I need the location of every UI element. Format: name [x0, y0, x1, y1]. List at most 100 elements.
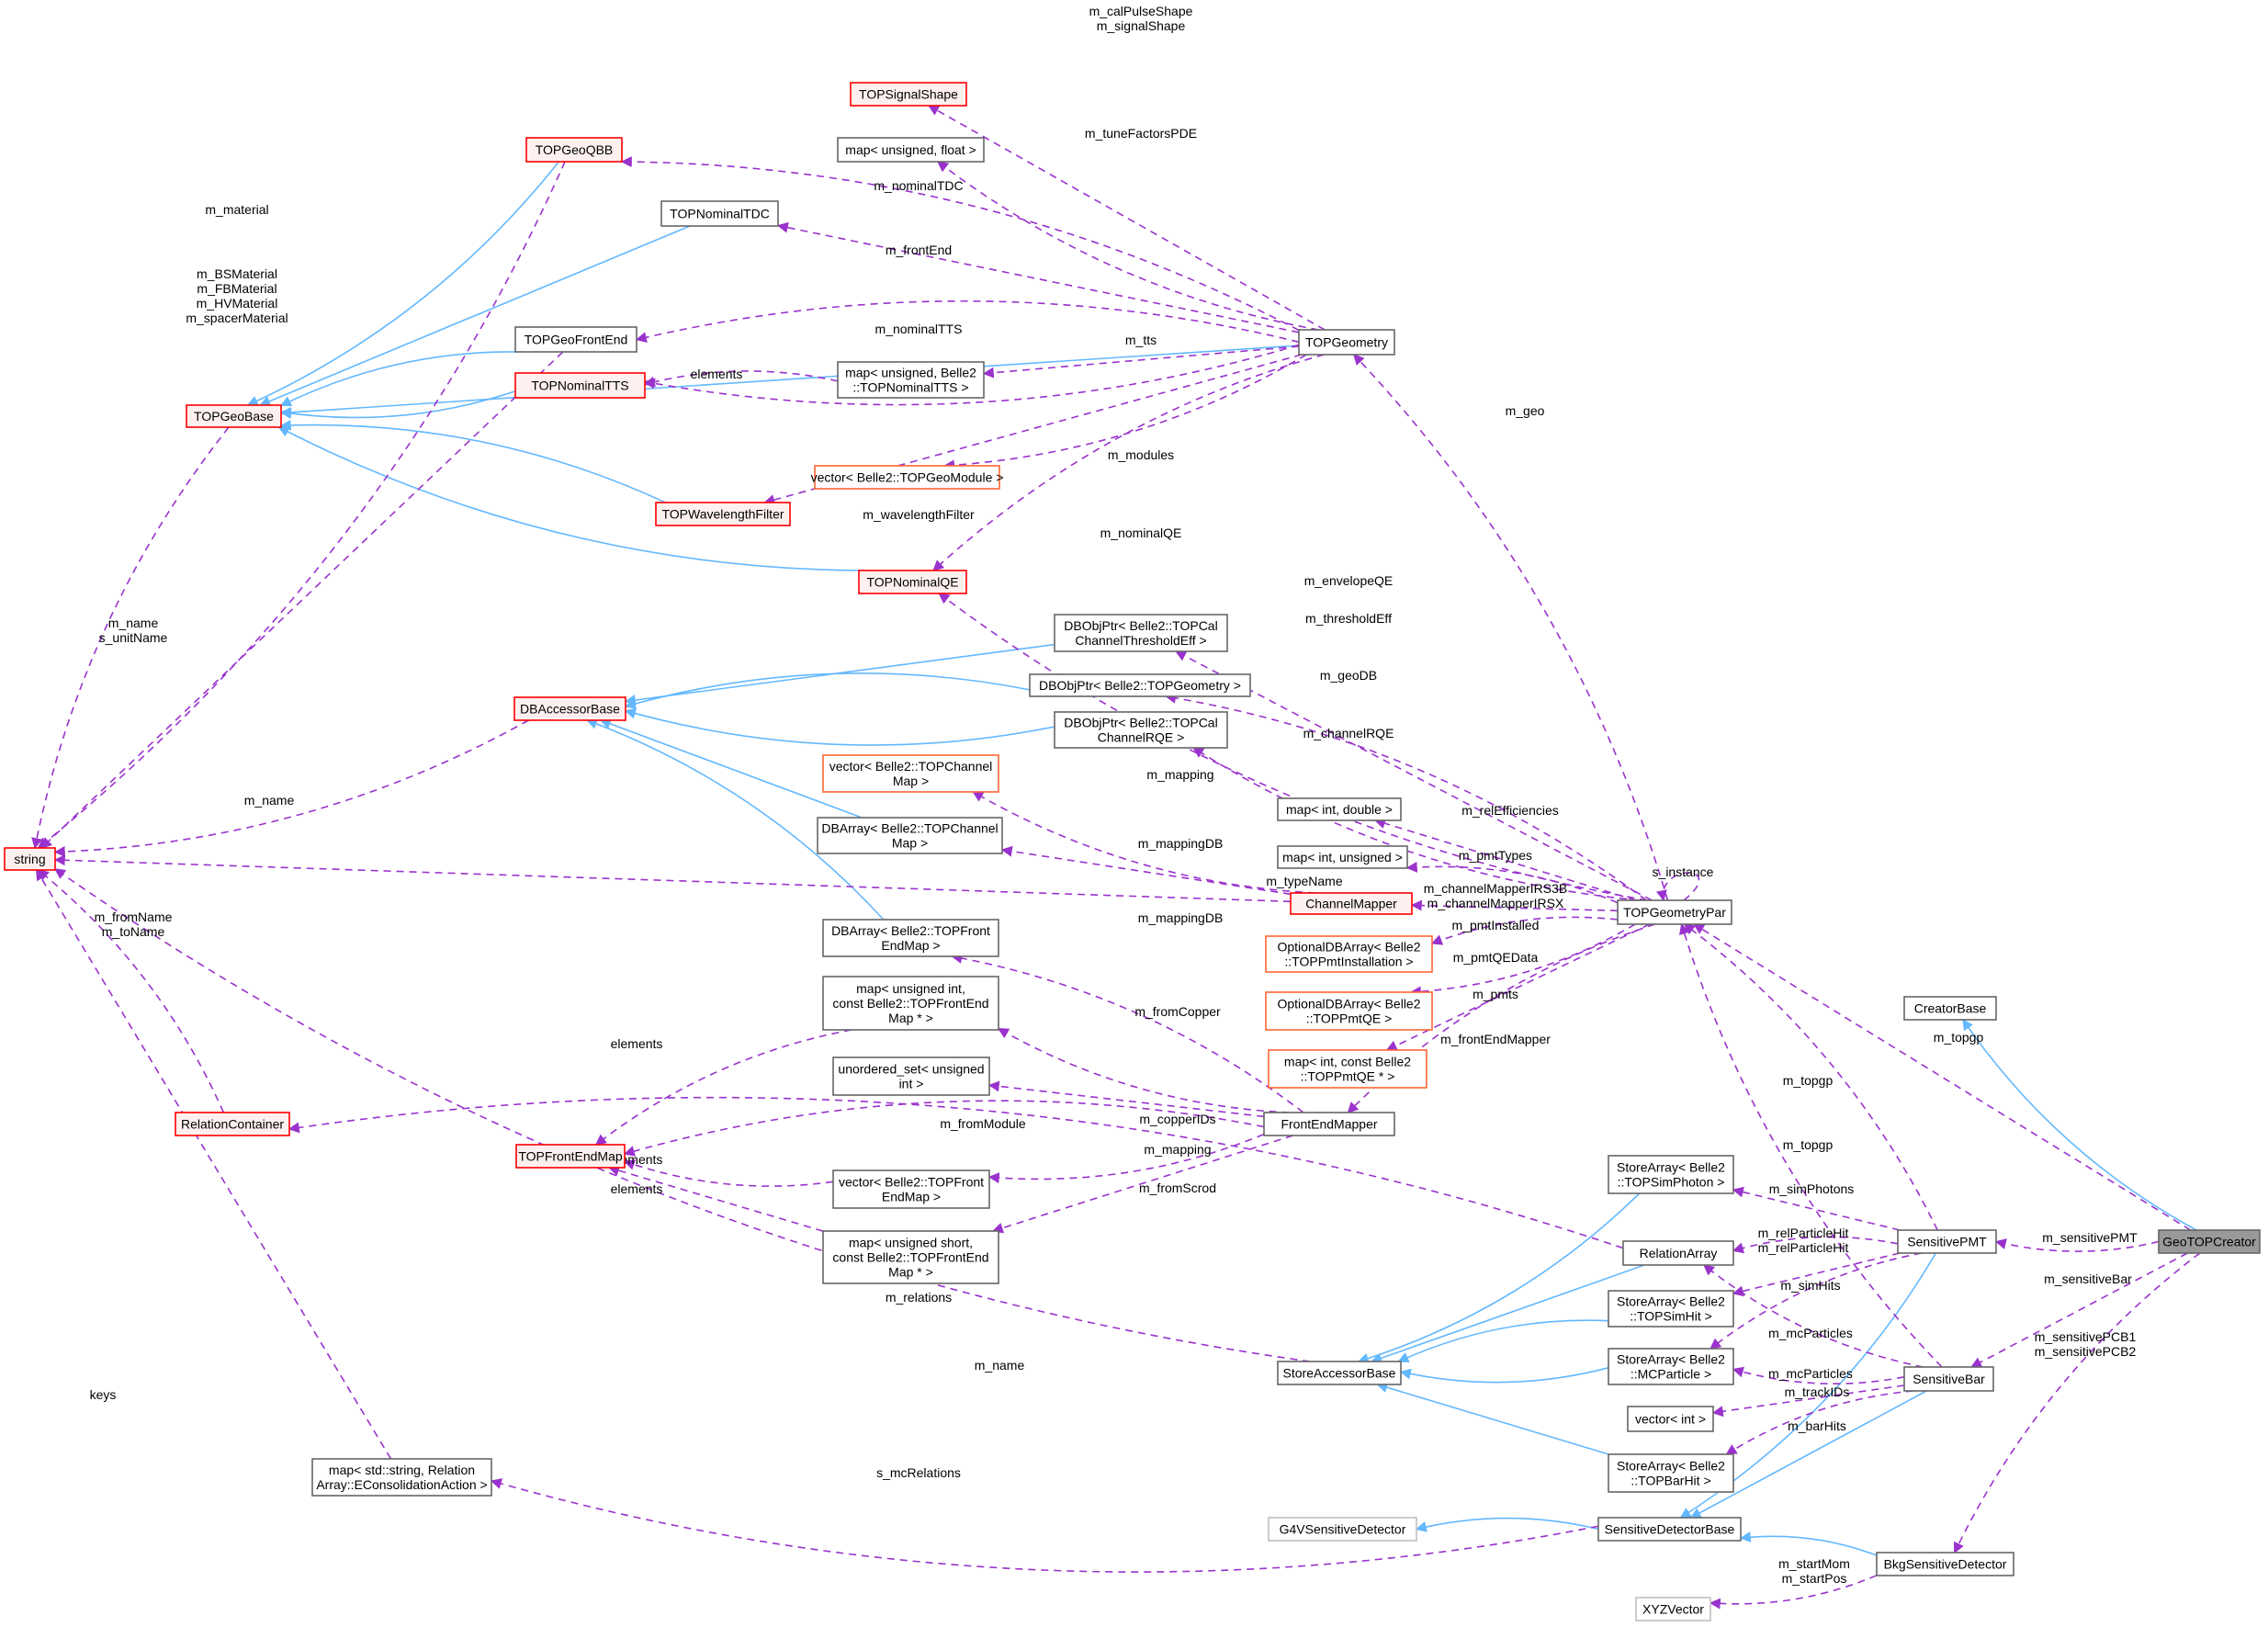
class-node-mapUnsignedFloat[interactable]: map< unsigned, float > [837, 137, 985, 163]
class-node-TOPFrontEndMap[interactable]: TOPFrontEndMap [515, 1144, 626, 1169]
class-node-DBObjPtrGeometry[interactable]: DBObjPtr< Belle2::TOPGeometry > [1029, 673, 1251, 697]
class-node-mapUnsignedTTS[interactable]: map< unsigned, Belle2::TOPNominalTTS > [837, 361, 985, 399]
class-node-box[interactable] [817, 817, 1003, 854]
class-node-box[interactable] [837, 361, 985, 399]
class-node-FrontEndMapper[interactable]: FrontEndMapper [1263, 1112, 1395, 1136]
class-node-box[interactable] [1268, 1049, 1427, 1089]
class-node-TOPNominalTTS[interactable]: TOPNominalTTS [514, 372, 646, 399]
class-node-box[interactable] [1617, 899, 1732, 925]
class-node-box[interactable] [4, 847, 56, 871]
class-node-TOPGeoFrontEnd[interactable]: TOPGeoFrontEnd [514, 326, 638, 353]
class-node-box[interactable] [655, 502, 791, 526]
class-node-vectorGeoModule[interactable]: vector< Belle2::TOPGeoModule > [811, 465, 1004, 490]
class-node-box[interactable] [514, 372, 646, 399]
class-node-box[interactable] [1608, 1155, 1734, 1194]
class-node-TOPGeoQBB[interactable]: TOPGeoQBB [525, 137, 623, 163]
class-node-box[interactable] [1627, 1406, 1714, 1432]
class-node-box[interactable] [1903, 996, 1997, 1021]
class-node-box[interactable] [311, 1458, 492, 1497]
class-node-BkgSensitiveDetector[interactable]: BkgSensitiveDetector [1876, 1552, 2014, 1576]
class-node-box[interactable] [1597, 1517, 1742, 1542]
class-node-box[interactable] [832, 1169, 990, 1209]
class-node-box[interactable] [822, 1230, 999, 1284]
class-node-box[interactable] [1897, 1229, 1997, 1254]
class-node-box[interactable] [858, 570, 967, 594]
class-node-TOPWavelengthFilter[interactable]: TOPWavelengthFilter [655, 502, 791, 526]
class-node-OptDBPmtQE[interactable]: OptionalDBArray< Belle2::TOPPmtQE > [1265, 991, 1433, 1031]
class-node-SensitiveDetectorBase[interactable]: SensitiveDetectorBase [1597, 1517, 1742, 1542]
class-node-G4VSensitiveDetector[interactable]: G4VSensitiveDetector [1268, 1517, 1417, 1542]
class-node-TOPGeometry[interactable]: TOPGeometry [1298, 329, 1395, 356]
class-node-mapIntDouble[interactable]: map< int, double > [1277, 797, 1402, 821]
class-node-box[interactable] [822, 976, 999, 1031]
class-node-vectorInt[interactable]: vector< int > [1627, 1406, 1714, 1432]
class-node-box[interactable] [1608, 1453, 1734, 1493]
class-node-SAbarHit[interactable]: StoreArray< Belle2::TOPBarHit > [1608, 1453, 1734, 1493]
class-node-box[interactable] [525, 137, 623, 163]
class-node-TOPNominalTDC[interactable]: TOPNominalTDC [660, 200, 779, 227]
class-node-box[interactable] [1265, 991, 1433, 1031]
class-node-TOPGeoBase[interactable]: TOPGeoBase [186, 404, 282, 428]
class-node-ChannelMapper[interactable]: ChannelMapper [1290, 892, 1413, 915]
class-node-box[interactable] [660, 200, 779, 227]
class-node-box[interactable] [1277, 845, 1408, 869]
class-node-DBAccessorBase[interactable]: DBAccessorBase [513, 696, 626, 721]
class-node-box[interactable] [1608, 1290, 1734, 1328]
class-node-box[interactable] [1622, 1240, 1734, 1266]
class-node-string[interactable]: string [4, 847, 56, 871]
class-node-SAmcParticle[interactable]: StoreArray< Belle2::MCParticle > [1608, 1348, 1734, 1385]
class-node-mapIntPmtQE[interactable]: map< int, const Belle2::TOPPmtQE * > [1268, 1049, 1427, 1089]
class-node-box[interactable] [1608, 1348, 1734, 1385]
class-node-box[interactable] [1265, 935, 1433, 973]
class-node-TOPGeometryPar[interactable]: TOPGeometryPar [1617, 899, 1732, 925]
class-node-box[interactable] [1054, 614, 1228, 652]
class-node-box[interactable] [832, 1056, 990, 1096]
class-node-box[interactable] [1635, 1597, 1711, 1621]
class-node-box[interactable] [515, 1144, 626, 1169]
class-node-TOPNominalQE[interactable]: TOPNominalQE [858, 570, 967, 594]
class-node-box[interactable] [186, 404, 282, 428]
class-node-box[interactable] [1054, 711, 1228, 749]
class-node-RelationContainer[interactable]: RelationContainer [175, 1112, 290, 1136]
class-node-box[interactable] [1290, 892, 1413, 915]
class-node-RelationArray[interactable]: RelationArray [1622, 1240, 1734, 1266]
class-node-box[interactable] [1903, 1366, 1994, 1392]
class-node-box[interactable] [514, 326, 638, 353]
class-node-StoreAccessorBase[interactable]: StoreAccessorBase [1277, 1361, 1402, 1385]
class-node-mapUShortFrontEnd[interactable]: map< unsigned short,const Belle2::TOPFro… [822, 1230, 999, 1284]
class-node-box[interactable] [175, 1112, 290, 1136]
class-node-box[interactable] [1277, 1361, 1402, 1385]
class-node-TOPSignalShape[interactable]: TOPSignalShape [850, 82, 967, 107]
class-node-SAsimPhoton[interactable]: StoreArray< Belle2::TOPSimPhoton > [1608, 1155, 1734, 1194]
class-node-box[interactable] [850, 82, 967, 107]
class-node-SensitivePMT[interactable]: SensitivePMT [1897, 1229, 1997, 1254]
class-node-OptDBPmtInstallation[interactable]: OptionalDBArray< Belle2::TOPPmtInstallat… [1265, 935, 1433, 973]
class-node-mapIntUnsigned[interactable]: map< int, unsigned > [1277, 845, 1408, 869]
class-node-box[interactable] [814, 465, 1000, 490]
class-node-box[interactable] [822, 754, 999, 793]
class-node-box[interactable] [1876, 1552, 2014, 1576]
class-node-SAsimHit[interactable]: StoreArray< Belle2::TOPSimHit > [1608, 1290, 1734, 1328]
class-node-box[interactable] [513, 696, 626, 721]
class-node-box[interactable] [1263, 1112, 1395, 1136]
class-node-box[interactable] [1277, 797, 1402, 821]
class-node-CreatorBase[interactable]: CreatorBase [1903, 996, 1997, 1021]
class-node-mapUIntFrontEnd[interactable]: map< unsigned int,const Belle2::TOPFront… [822, 976, 999, 1031]
class-node-XYZVector[interactable]: XYZVector [1635, 1597, 1711, 1621]
class-node-box[interactable] [1029, 673, 1251, 697]
class-node-box[interactable] [822, 919, 999, 957]
class-node-box[interactable] [2158, 1229, 2261, 1254]
class-node-box[interactable] [1268, 1517, 1417, 1542]
class-node-box[interactable] [837, 137, 985, 163]
class-node-SensitiveBar[interactable]: SensitiveBar [1903, 1366, 1994, 1392]
class-node-box[interactable] [1298, 329, 1395, 356]
class-node-GeoTOPCreator[interactable]: GeoTOPCreator [2158, 1229, 2261, 1254]
